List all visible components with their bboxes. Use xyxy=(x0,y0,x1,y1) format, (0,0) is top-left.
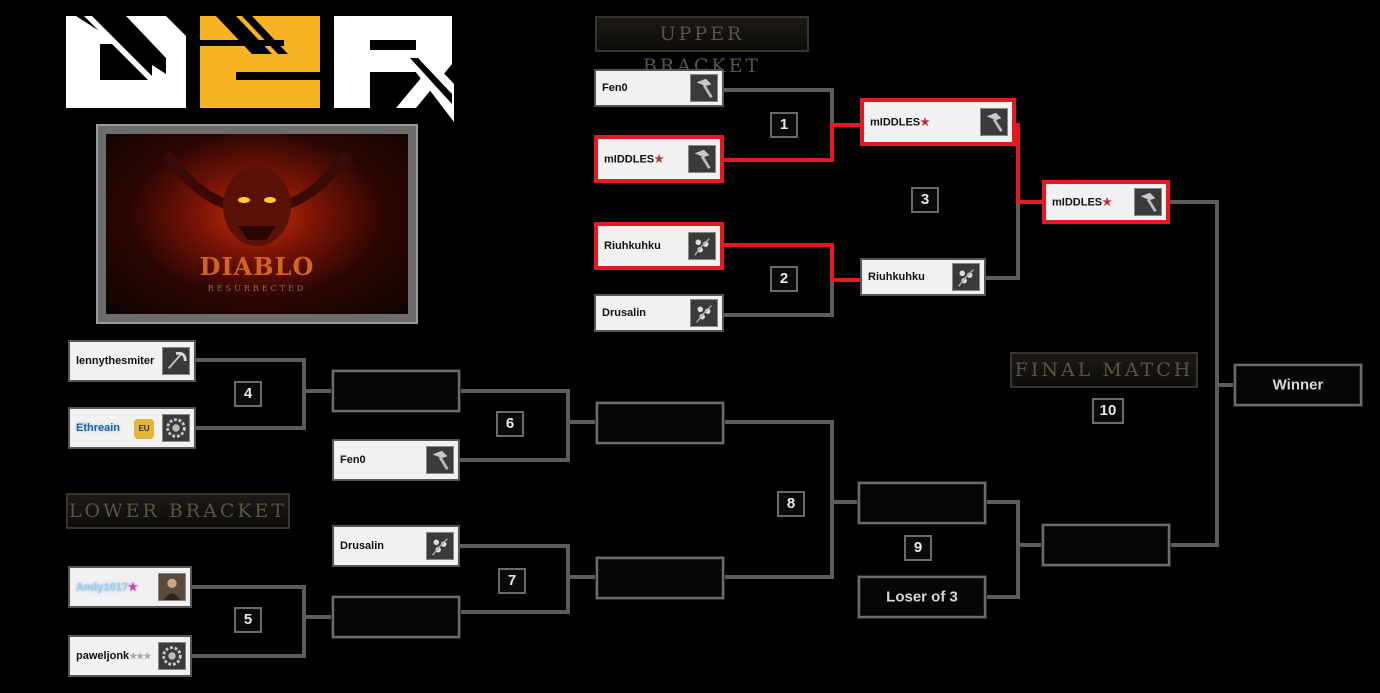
floral-icon xyxy=(426,532,454,560)
player-slot[interactable]: paweljonk★★★ xyxy=(68,635,192,677)
player-slot[interactable]: Riuhkuhku xyxy=(594,222,724,270)
rank-star: ★ xyxy=(1102,196,1112,209)
match-number: 6 xyxy=(496,411,524,437)
rank-star: ★ xyxy=(654,153,664,166)
match-number: 5 xyxy=(234,607,262,633)
player-name: mIDDLES★ xyxy=(604,153,664,166)
match-number: 2 xyxy=(770,266,798,292)
player-name: Andy1017★ xyxy=(76,581,138,594)
player-slot[interactable]: lennythesmiter xyxy=(68,340,196,382)
empty-slot[interactable] xyxy=(1042,524,1170,566)
upper-bracket-heading: UPPER BRACKET xyxy=(595,16,809,77)
slot-caption: Winner xyxy=(1272,376,1324,394)
diablo-artwork: DIABLO RESURRECTED xyxy=(96,124,418,324)
floral-icon xyxy=(688,232,716,260)
empty-slot[interactable] xyxy=(332,596,460,638)
player-name: mIDDLES★ xyxy=(1052,196,1112,209)
rank-star: ★ xyxy=(920,116,930,129)
gear-icon xyxy=(158,642,186,670)
match-number: 8 xyxy=(777,491,805,517)
player-name: Fen0 xyxy=(602,82,628,94)
player-slot[interactable]: mIDDLES★ xyxy=(1042,180,1170,224)
winner-slot[interactable]: Winner xyxy=(1234,364,1362,406)
match-number: 3 xyxy=(911,187,939,213)
loser-of-3-slot[interactable]: Loser of 3 xyxy=(858,576,986,618)
eu-trophy-badge: EU xyxy=(134,419,154,439)
player-slot[interactable]: Fen0 xyxy=(594,69,724,107)
empty-slot[interactable] xyxy=(332,370,460,412)
player-name: Ethreain xyxy=(76,422,121,434)
hammer-icon xyxy=(426,446,454,474)
empty-slot[interactable] xyxy=(858,482,986,524)
lower-bracket-heading: LOWER BRACKET xyxy=(66,493,290,529)
d2r-logo xyxy=(66,16,454,122)
player-name: Riuhkuhku xyxy=(868,271,925,283)
artwork-title: DIABLO xyxy=(199,252,315,281)
hammer-icon xyxy=(980,108,1008,136)
floral-icon xyxy=(952,263,980,291)
player-name: Drusalin xyxy=(602,307,647,319)
empty-slot[interactable] xyxy=(596,402,724,444)
scythe-icon xyxy=(162,347,190,375)
match-number: 10 xyxy=(1092,398,1124,424)
player-name: Drusalin xyxy=(340,540,385,552)
player-slot[interactable]: Drusalin xyxy=(594,294,724,332)
player-slot[interactable]: Riuhkuhku xyxy=(860,258,986,296)
match-number: 9 xyxy=(904,535,932,561)
player-slot[interactable]: Ethreain EU xyxy=(68,407,196,449)
rank-star: ★ xyxy=(127,581,138,594)
final-match-heading: FINAL MATCH xyxy=(1010,352,1198,388)
player-name: lennythesmiter xyxy=(76,355,155,367)
hammer-icon xyxy=(1134,188,1162,216)
player-slot[interactable]: mIDDLES★ xyxy=(860,98,1016,146)
rank-stars: ★★★ xyxy=(129,651,151,661)
player-name: paweljonk★★★ xyxy=(76,650,151,662)
artwork-subtitle: RESURRECTED xyxy=(207,284,307,293)
player-slot[interactable]: Andy1017★ xyxy=(68,566,192,608)
demon-face-icon xyxy=(162,150,352,246)
hammer-icon xyxy=(688,145,716,173)
player-slot[interactable]: Drusalin xyxy=(332,525,460,567)
slot-caption: Loser of 3 xyxy=(886,588,958,606)
player-name: mIDDLES★ xyxy=(870,116,930,129)
empty-slot[interactable] xyxy=(596,557,724,599)
player-slot[interactable]: Fen0 xyxy=(332,439,460,481)
floral-icon xyxy=(690,299,718,327)
match-number: 7 xyxy=(498,568,526,594)
gear-icon xyxy=(162,414,190,442)
player-name: Fen0 xyxy=(340,454,366,466)
hammer-icon xyxy=(690,74,718,102)
player-name: Riuhkuhku xyxy=(604,240,661,252)
portrait-icon xyxy=(158,573,186,601)
match-number: 4 xyxy=(234,381,262,407)
player-slot[interactable]: mIDDLES★ xyxy=(594,135,724,183)
match-number: 1 xyxy=(770,112,798,138)
